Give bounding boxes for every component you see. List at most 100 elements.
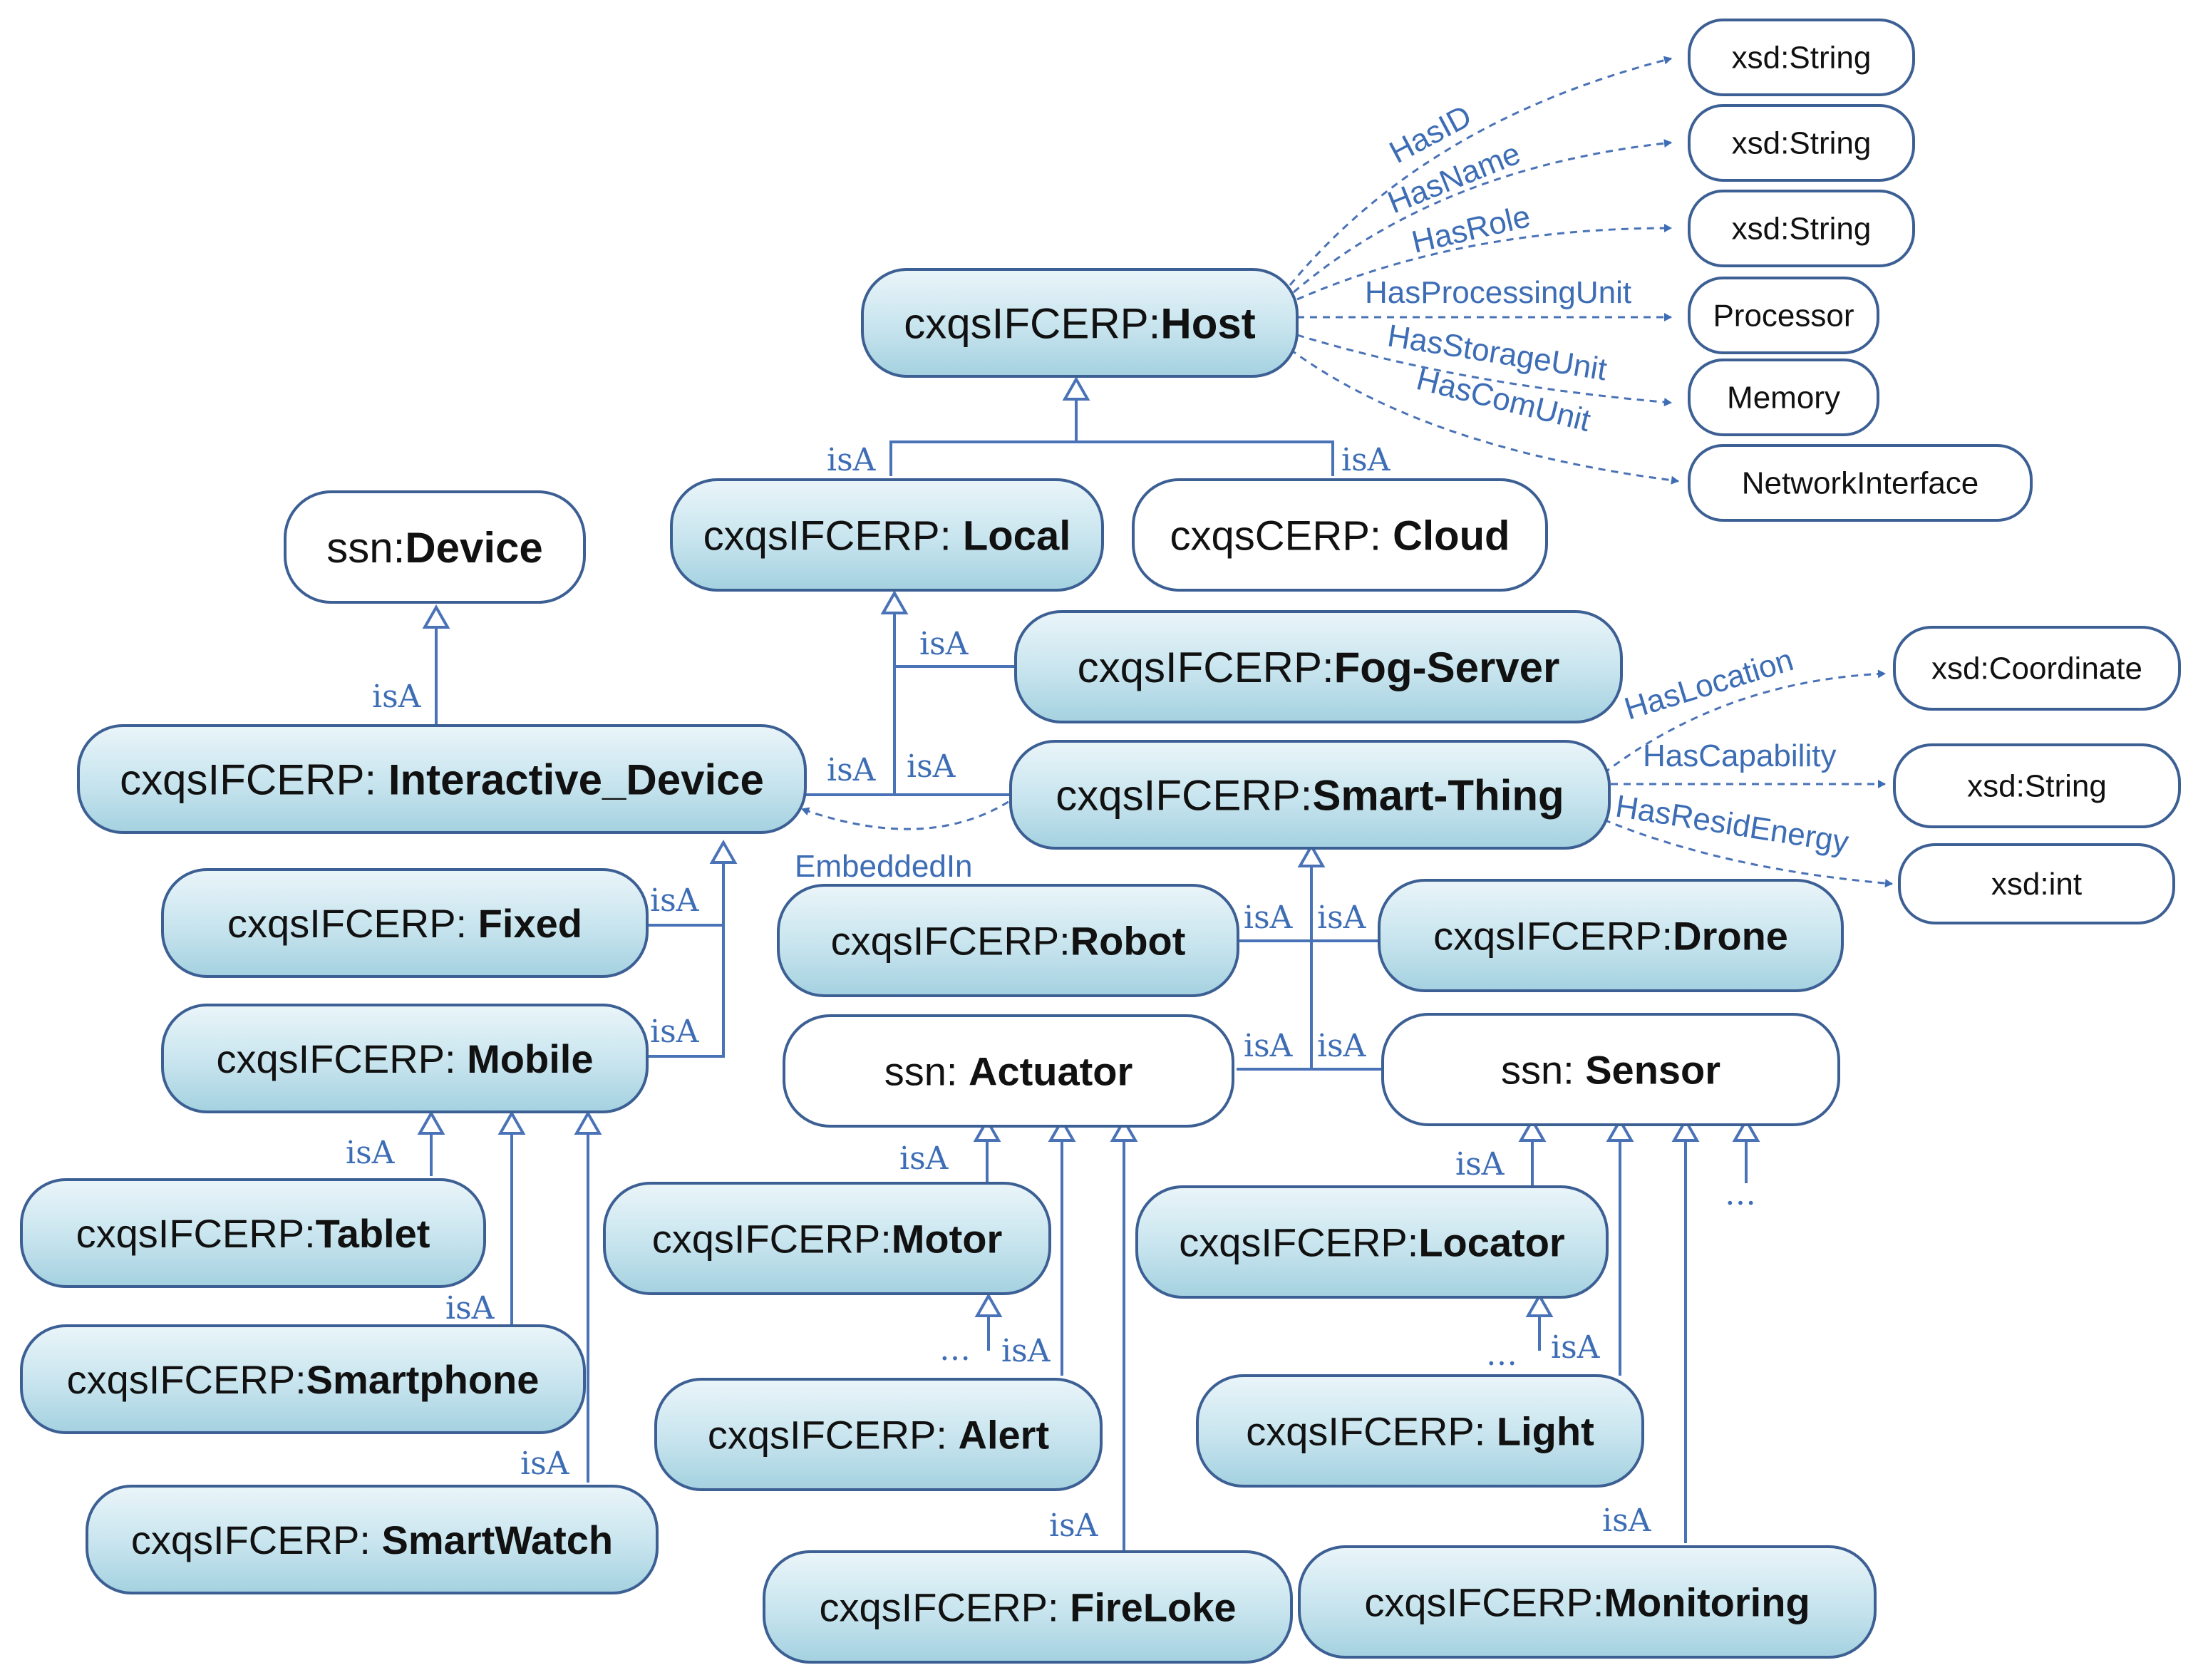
datatype-label: xsd:String (1967, 769, 2107, 804)
arrowhead-actuator-2 (1048, 1117, 1076, 1142)
ellipsis-motor: … (939, 1331, 971, 1368)
isa-arrowheads (417, 376, 1760, 1317)
ellipses: … … … (939, 1176, 1756, 1373)
class-node-robot: cxqsIFCERP:Robot (777, 884, 1239, 997)
datatype-node-dt-capability: xsd:String (1893, 743, 2181, 828)
datatype-node-dt-energy: xsd:int (1898, 843, 2175, 924)
prop-line-hasname (1293, 139, 1672, 294)
class-local-name: Sensor (1585, 1048, 1720, 1093)
ellipsis-locator: … (1486, 1336, 1517, 1373)
class-prefix: cxqsIFCERP: (120, 756, 388, 804)
datatype-box (1898, 843, 2175, 924)
isa-label: isA (907, 748, 956, 785)
class-node-tablet: cxqsIFCERP:Tablet (20, 1178, 486, 1288)
class-local-name: Interactive_Device (388, 756, 764, 804)
class-prefix: cxqsIFCERP: (1364, 1580, 1604, 1625)
datatype-node-dt-processor: Processor (1688, 277, 1879, 354)
class-local-name: Mobile (467, 1036, 593, 1081)
class-node-fireloke: cxqsIFCERP: FireLoke (763, 1550, 1293, 1664)
class-local-name: Locator (1418, 1220, 1564, 1265)
datatype-label: xsd:String (1732, 126, 1872, 161)
arrowhead-sensor-2 (1606, 1117, 1634, 1142)
class-prefix: cxqsIFCERP: (1179, 1220, 1418, 1265)
class-node-host: cxqsIFCERP:Host (861, 268, 1299, 378)
arrowhead-sensor-1 (1518, 1117, 1547, 1142)
class-local-name: Actuator (969, 1049, 1132, 1094)
prop-line-haslocation (1603, 669, 1886, 775)
class-prefix: cxqsIFCERP: (1056, 772, 1312, 820)
class-prefix: cxqsIFCERP: (1246, 1409, 1497, 1454)
class-local-name: Smart-Thing (1312, 772, 1564, 820)
isa-label: isA (650, 1014, 700, 1050)
class-label: ssn: Actuator (884, 1049, 1133, 1094)
class-local-name: Tablet (316, 1211, 430, 1256)
isa-label: isA (372, 679, 422, 715)
class-node-light: cxqsIFCERP: Light (1196, 1374, 1644, 1488)
class-local-name: Smartphone (306, 1357, 540, 1402)
datatype-nodes: xsd:Stringxsd:Stringxsd:StringProcessorM… (1688, 19, 2181, 924)
property-edges (801, 56, 1893, 888)
class-box (1381, 1013, 1840, 1126)
class-local-name: Device (405, 524, 542, 572)
class-label: cxqsIFCERP: Mobile (217, 1036, 594, 1081)
class-label: cxqsIFCERP:Monitoring (1364, 1580, 1810, 1625)
class-local-name: SmartWatch (381, 1517, 613, 1562)
isa-label: isA (827, 442, 877, 478)
class-label: cxqsIFCERP:Host (904, 300, 1255, 348)
arrowhead-device (422, 604, 450, 629)
class-prefix: cxqsIFCERP: (703, 512, 963, 559)
datatype-box (1893, 626, 2181, 711)
isa-label: isA (1244, 1028, 1294, 1064)
class-label: cxqsIFCERP: Local (703, 512, 1071, 559)
class-node-interactive: cxqsIFCERP: Interactive_Device (77, 724, 807, 834)
class-box (86, 1485, 659, 1594)
class-box (1014, 610, 1623, 723)
arrowhead-sensor-4 (1732, 1117, 1760, 1142)
class-box (161, 868, 649, 978)
class-prefix: cxqsIFCERP: (67, 1357, 306, 1402)
class-label: cxqsIFCERP: Fixed (227, 901, 582, 946)
class-box (1196, 1374, 1644, 1488)
class-prefix: cxqsIFCERP: (1078, 644, 1334, 691)
class-local-name: Alert (959, 1413, 1050, 1458)
arrowhead-mobile-2 (497, 1110, 526, 1135)
isa-label: isA (520, 1445, 570, 1482)
class-nodes: cxqsIFCERP:Host cxqsIFCERP: Local cxqsCERP… (20, 268, 1877, 1664)
arrowhead-smartthing (1297, 842, 1326, 867)
class-local-name: Local (963, 512, 1071, 559)
edge-to-mobile (430, 1133, 589, 1483)
datatype-label: xsd:String (1732, 212, 1872, 247)
class-box (777, 884, 1239, 997)
class-local-name: Robot (1070, 919, 1186, 964)
class-node-cloud: cxqsCERP: Cloud (1132, 478, 1548, 592)
datatype-box (1688, 277, 1879, 354)
class-node-alert: cxqsIFCERP: Alert (654, 1378, 1103, 1491)
class-prefix: cxqsIFCERP: (227, 901, 478, 946)
arrowhead-actuator-1 (973, 1117, 1001, 1142)
class-local-name: Cloud (1393, 512, 1510, 559)
class-prefix: cxqsIFCERP: (831, 919, 1070, 964)
class-node-fixed: cxqsIFCERP: Fixed (161, 868, 649, 978)
class-label: cxqsIFCERP: Alert (708, 1413, 1049, 1458)
class-local-name: Fog-Server (1334, 644, 1560, 691)
datatype-node-dt-memory: Memory (1688, 359, 1879, 436)
isa-label: isA (919, 626, 969, 662)
class-node-smartthing: cxqsIFCERP:Smart-Thing (1009, 740, 1611, 850)
datatype-node-dt-network: NetworkInterface (1688, 444, 2033, 522)
datatype-box (1688, 359, 1879, 436)
datatype-label: xsd:Coordinate (1931, 651, 2142, 686)
class-node-local: cxqsIFCERP: Local (670, 478, 1104, 592)
class-prefix: cxqsIFCERP: (217, 1036, 468, 1081)
edge-to-sensor (1531, 1140, 1748, 1543)
datatype-node-dt-host-id: xsd:String (1688, 19, 1915, 96)
isa-labels: isA isA isA isA isA isA isA isA isA isA … (346, 442, 1652, 1544)
arrowhead-actuator-3 (1110, 1117, 1138, 1142)
datatype-label: xsd:String (1732, 41, 1872, 76)
class-box (861, 268, 1299, 378)
datatype-node-dt-coordinate: xsd:Coordinate (1893, 626, 2181, 711)
ellipsis-sensor: … (1725, 1176, 1756, 1212)
class-prefix: cxqsIFCERP: (76, 1211, 316, 1256)
arrowhead-locator (1525, 1292, 1554, 1317)
class-node-actuator: ssn: Actuator (783, 1014, 1234, 1128)
